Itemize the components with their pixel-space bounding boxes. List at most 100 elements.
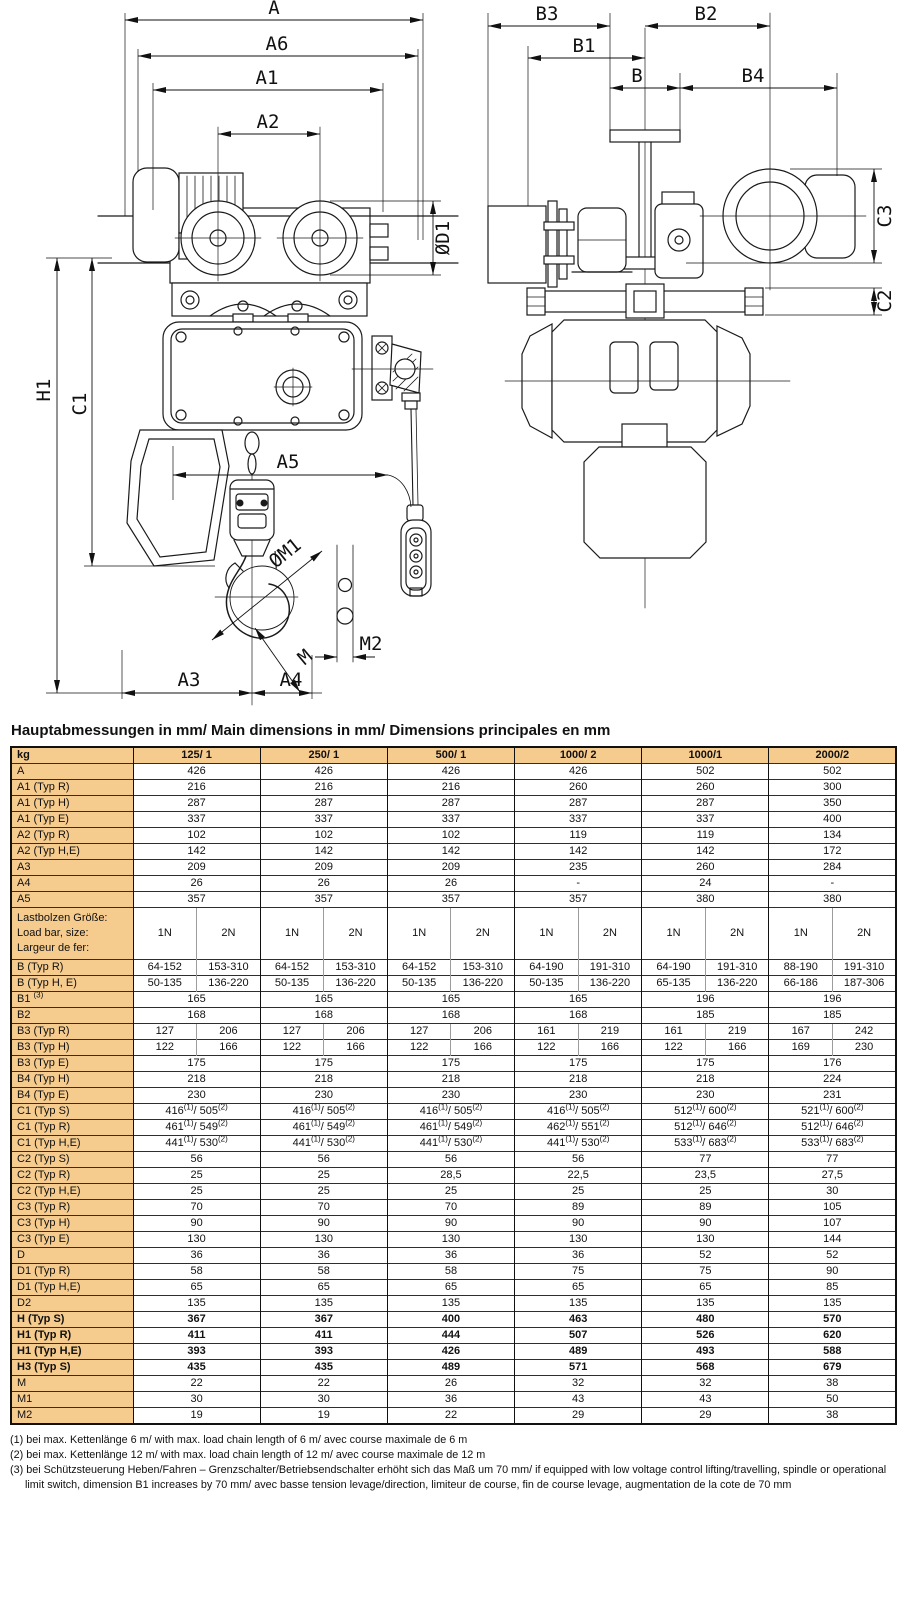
value-cell: 166 xyxy=(577,1039,642,1056)
value-cell: 130 xyxy=(641,1231,769,1248)
value-cell: 136-220 xyxy=(704,975,769,992)
row-label: Lastbolzen Größe:Load bar, size:Largeur … xyxy=(11,907,133,960)
value-cell: 50-135 xyxy=(132,975,197,992)
value-cell: 512(1)/ 646(2) xyxy=(768,1119,897,1136)
value-cell: 218 xyxy=(259,1071,388,1088)
value-cell: 52 xyxy=(641,1247,769,1264)
table-row: C1 (Typ R)461(1)/ 549(2)461(1)/ 549(2)46… xyxy=(11,1119,897,1136)
value-cell: 135 xyxy=(259,1295,388,1312)
dim-label-c1: C1 xyxy=(69,393,91,416)
value-cell: 161 xyxy=(641,1023,706,1040)
row-label: M xyxy=(11,1375,133,1392)
value-cell: 25 xyxy=(259,1167,388,1184)
value-cell: 230 xyxy=(259,1087,388,1104)
value-cell: 43 xyxy=(514,1391,642,1408)
value-cell: 426 xyxy=(259,763,388,780)
value-cell: 135 xyxy=(132,1295,261,1312)
value-cell: 235 xyxy=(514,859,642,876)
value-cell: 533(1)/ 683(2) xyxy=(641,1135,769,1152)
value-cell: 411 xyxy=(259,1327,388,1344)
value-cell: 102 xyxy=(259,827,388,844)
dimensions-section: Hauptabmessungen in mm/ Main dimensions … xyxy=(10,722,899,1493)
value-cell: 357 xyxy=(132,891,261,908)
value-cell: 521(1)/ 600(2) xyxy=(768,1103,897,1120)
value-cell: 206 xyxy=(450,1023,515,1040)
value-cell: 426 xyxy=(514,763,642,780)
value-cell: 165 xyxy=(132,991,261,1008)
row-label: B1 (3) xyxy=(11,991,133,1008)
value-cell: 166 xyxy=(704,1039,769,1056)
value-cell: 142 xyxy=(641,843,769,860)
row-label: C2 (Typ H,E) xyxy=(11,1183,133,1200)
value-cell: 230 xyxy=(132,1087,261,1104)
value-cell: 30 xyxy=(132,1391,261,1408)
column-header: 1000/1 xyxy=(641,747,769,764)
value-cell: 65 xyxy=(641,1279,769,1296)
value-cell: 50-135 xyxy=(259,975,324,992)
value-cell: 122 xyxy=(641,1039,706,1056)
value-cell: 175 xyxy=(386,1055,515,1072)
value-cell: 66-186 xyxy=(768,975,833,992)
value-cell: 337 xyxy=(514,811,642,828)
row-label: B4 (Typ H) xyxy=(11,1071,133,1088)
row-label: B3 (Typ H) xyxy=(11,1039,133,1056)
value-cell: 441(1)/ 530(2) xyxy=(514,1135,642,1152)
value-cell: 209 xyxy=(386,859,515,876)
value-cell: 153-310 xyxy=(450,959,515,976)
value-cell: 50-135 xyxy=(514,975,579,992)
value-cell: 127 xyxy=(386,1023,451,1040)
subcolumn-header: 1N xyxy=(386,907,451,960)
table-row: C1 (Typ H,E)441(1)/ 530(2)441(1)/ 530(2)… xyxy=(11,1135,897,1152)
value-cell: 512(1)/ 600(2) xyxy=(641,1103,769,1120)
row-label: D1 (Typ H,E) xyxy=(11,1279,133,1296)
subcolumn-header: 1N xyxy=(514,907,579,960)
value-cell: 25 xyxy=(259,1183,388,1200)
row-label: B2 xyxy=(11,1007,133,1024)
value-cell: 64-152 xyxy=(259,959,324,976)
dim-label-a2: A2 xyxy=(257,111,280,133)
value-cell: 191-310 xyxy=(577,959,642,976)
value-cell: 287 xyxy=(132,795,261,812)
value-cell: 393 xyxy=(132,1343,261,1360)
row-label: A3 xyxy=(11,859,133,876)
value-cell: 127 xyxy=(132,1023,197,1040)
value-cell: 90 xyxy=(386,1215,515,1232)
value-cell: 64-190 xyxy=(641,959,706,976)
value-cell: 135 xyxy=(641,1295,769,1312)
value-cell: 26 xyxy=(132,875,261,892)
value-cell: 32 xyxy=(514,1375,642,1392)
value-cell: 38 xyxy=(768,1375,897,1392)
row-label: B (Typ H, E) xyxy=(11,975,133,992)
value-cell: 230 xyxy=(641,1087,769,1104)
value-cell: 191-310 xyxy=(704,959,769,976)
value-cell: 357 xyxy=(386,891,515,908)
table-title: Hauptabmessungen in mm/ Main dimensions … xyxy=(11,722,611,739)
value-cell: 380 xyxy=(641,891,769,908)
value-cell: 135 xyxy=(768,1295,897,1312)
value-cell: 130 xyxy=(386,1231,515,1248)
value-cell: 19 xyxy=(132,1407,261,1424)
value-cell: 161 xyxy=(514,1023,579,1040)
value-cell: 172 xyxy=(768,843,897,860)
value-cell: 142 xyxy=(386,843,515,860)
dim-label-c3: C3 xyxy=(874,205,896,228)
value-cell: 36 xyxy=(386,1391,515,1408)
value-cell: 441(1)/ 530(2) xyxy=(132,1135,261,1152)
value-cell: 153-310 xyxy=(323,959,388,976)
value-cell: 22,5 xyxy=(514,1167,642,1184)
value-cell: 570 xyxy=(768,1311,897,1328)
row-label: C2 (Typ R) xyxy=(11,1167,133,1184)
value-cell: 77 xyxy=(641,1151,769,1168)
value-cell: 337 xyxy=(132,811,261,828)
value-cell: 287 xyxy=(514,795,642,812)
